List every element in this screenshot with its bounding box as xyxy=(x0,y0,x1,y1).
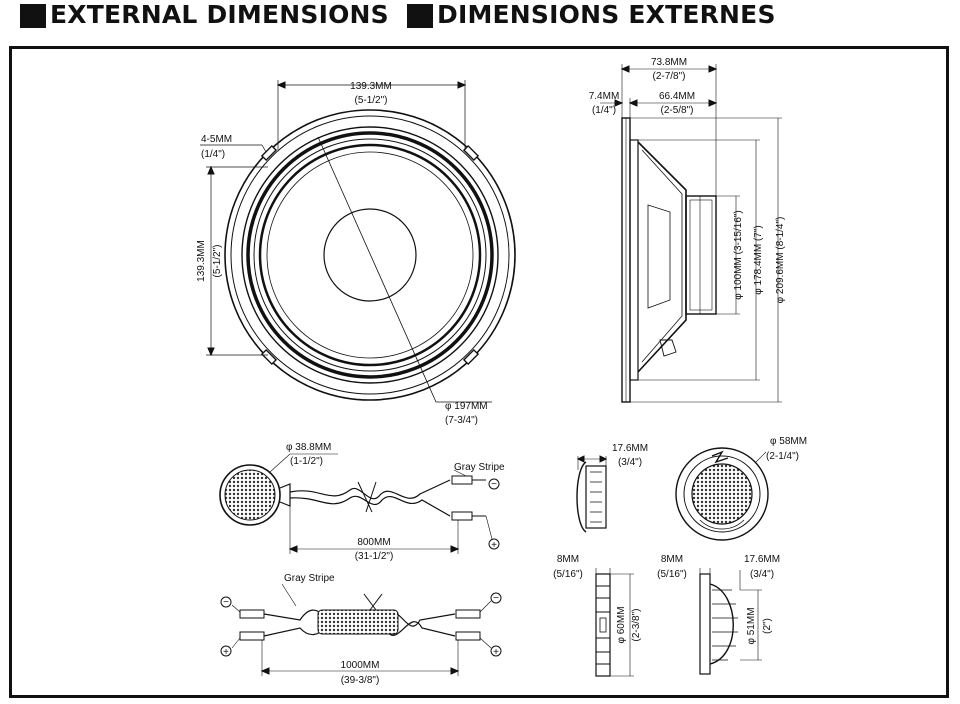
woofer-diameter-mm: φ 197MM xyxy=(445,401,488,412)
tweeter-side-view xyxy=(576,455,608,533)
flush-depth-mm: 17.6MM xyxy=(744,554,780,565)
gray-stripe-label: Gray Stripe xyxy=(454,462,505,473)
woofer-front-view xyxy=(200,80,516,403)
flush-depth-in: (3/4") xyxy=(750,569,774,580)
mount-depth-in: (2-5/8") xyxy=(660,105,693,116)
woofer-width-in: (5-1/2") xyxy=(354,95,387,106)
crossover-minus-icon: − xyxy=(223,597,229,608)
crossover-length-in: (39-3/8") xyxy=(341,675,380,686)
woofer-depth-mm: 73.8MM xyxy=(651,57,687,68)
mount-depth-mm: 66.4MM xyxy=(659,91,695,102)
mount-flange-mm: 8MM xyxy=(557,554,579,565)
header-square-icon xyxy=(407,4,433,28)
slot-size-mm: 4-5MM xyxy=(201,134,232,145)
mount-diameter-in: (2-3/8") xyxy=(631,608,642,641)
page-header: EXTERNAL DIMENSIONS DIMENSIONS EXTERNES xyxy=(0,0,960,36)
flange-mm: 7.4MM xyxy=(589,91,620,102)
mount-flange-in: (5/16") xyxy=(553,569,583,580)
tweeter-front-view xyxy=(675,447,769,541)
cutout-diameter: φ 178.4MM (7") xyxy=(753,225,764,295)
magnet-diameter: φ 100MM (3-15/16") xyxy=(733,210,744,300)
plus-terminal-icon: + xyxy=(491,540,497,551)
woofer-side-view xyxy=(600,64,782,403)
outer-diameter: φ 209.6MM (8-1/4") xyxy=(775,217,786,304)
flush-diameter: φ 51MM xyxy=(746,607,757,644)
tweeter-depth-in: (3/4") xyxy=(618,457,642,468)
output-minus-icon: − xyxy=(493,593,499,604)
cable-length-mm: 800MM xyxy=(357,537,390,548)
flush-diameter-in: (2") xyxy=(762,618,773,634)
tweeter-front-diameter-mm: φ 58MM xyxy=(770,436,807,447)
flush-flange-in: (5/16") xyxy=(657,569,687,580)
woofer-width-mm: 139.3MM xyxy=(350,81,392,92)
flush-flange-mm: 8MM xyxy=(661,554,683,565)
cable-length-in: (31-1/2") xyxy=(355,551,394,562)
woofer-height-in: (5-1/2") xyxy=(212,244,223,277)
slot-size-in: (1/4") xyxy=(201,149,225,160)
crossover-cable-view xyxy=(220,583,502,676)
tweeter-diameter-in: (1-1/2") xyxy=(290,456,323,467)
woofer-depth-in: (2-7/8") xyxy=(652,71,685,82)
header-square-icon xyxy=(20,4,46,28)
output-plus-icon: + xyxy=(493,647,499,658)
title-english: EXTERNAL DIMENSIONS xyxy=(50,0,389,29)
woofer-height-mm: 139.3MM xyxy=(196,240,207,282)
drawing-frame xyxy=(9,46,949,698)
crossover-length-mm: 1000MM xyxy=(341,660,380,671)
woofer-diameter-in: (7-3/4") xyxy=(445,415,478,426)
tweeter-diameter-mm: φ 38.8MM xyxy=(286,442,331,453)
tweeter-flush-view xyxy=(699,568,762,675)
crossover-stripe-label: Gray Stripe xyxy=(284,573,335,584)
tweeter-mount-view xyxy=(595,568,634,677)
tweeter-front-diameter-in: (2-1/4") xyxy=(766,451,799,462)
crossover-plus-icon: + xyxy=(223,647,229,658)
minus-terminal-icon: − xyxy=(491,479,497,490)
tweeter-cable-view xyxy=(219,453,500,554)
flange-in: (1/4") xyxy=(592,105,616,116)
mount-diameter: φ 60MM xyxy=(616,606,627,643)
tweeter-depth-mm: 17.6MM xyxy=(612,443,648,454)
title-french: DIMENSIONS EXTERNES xyxy=(437,0,776,29)
